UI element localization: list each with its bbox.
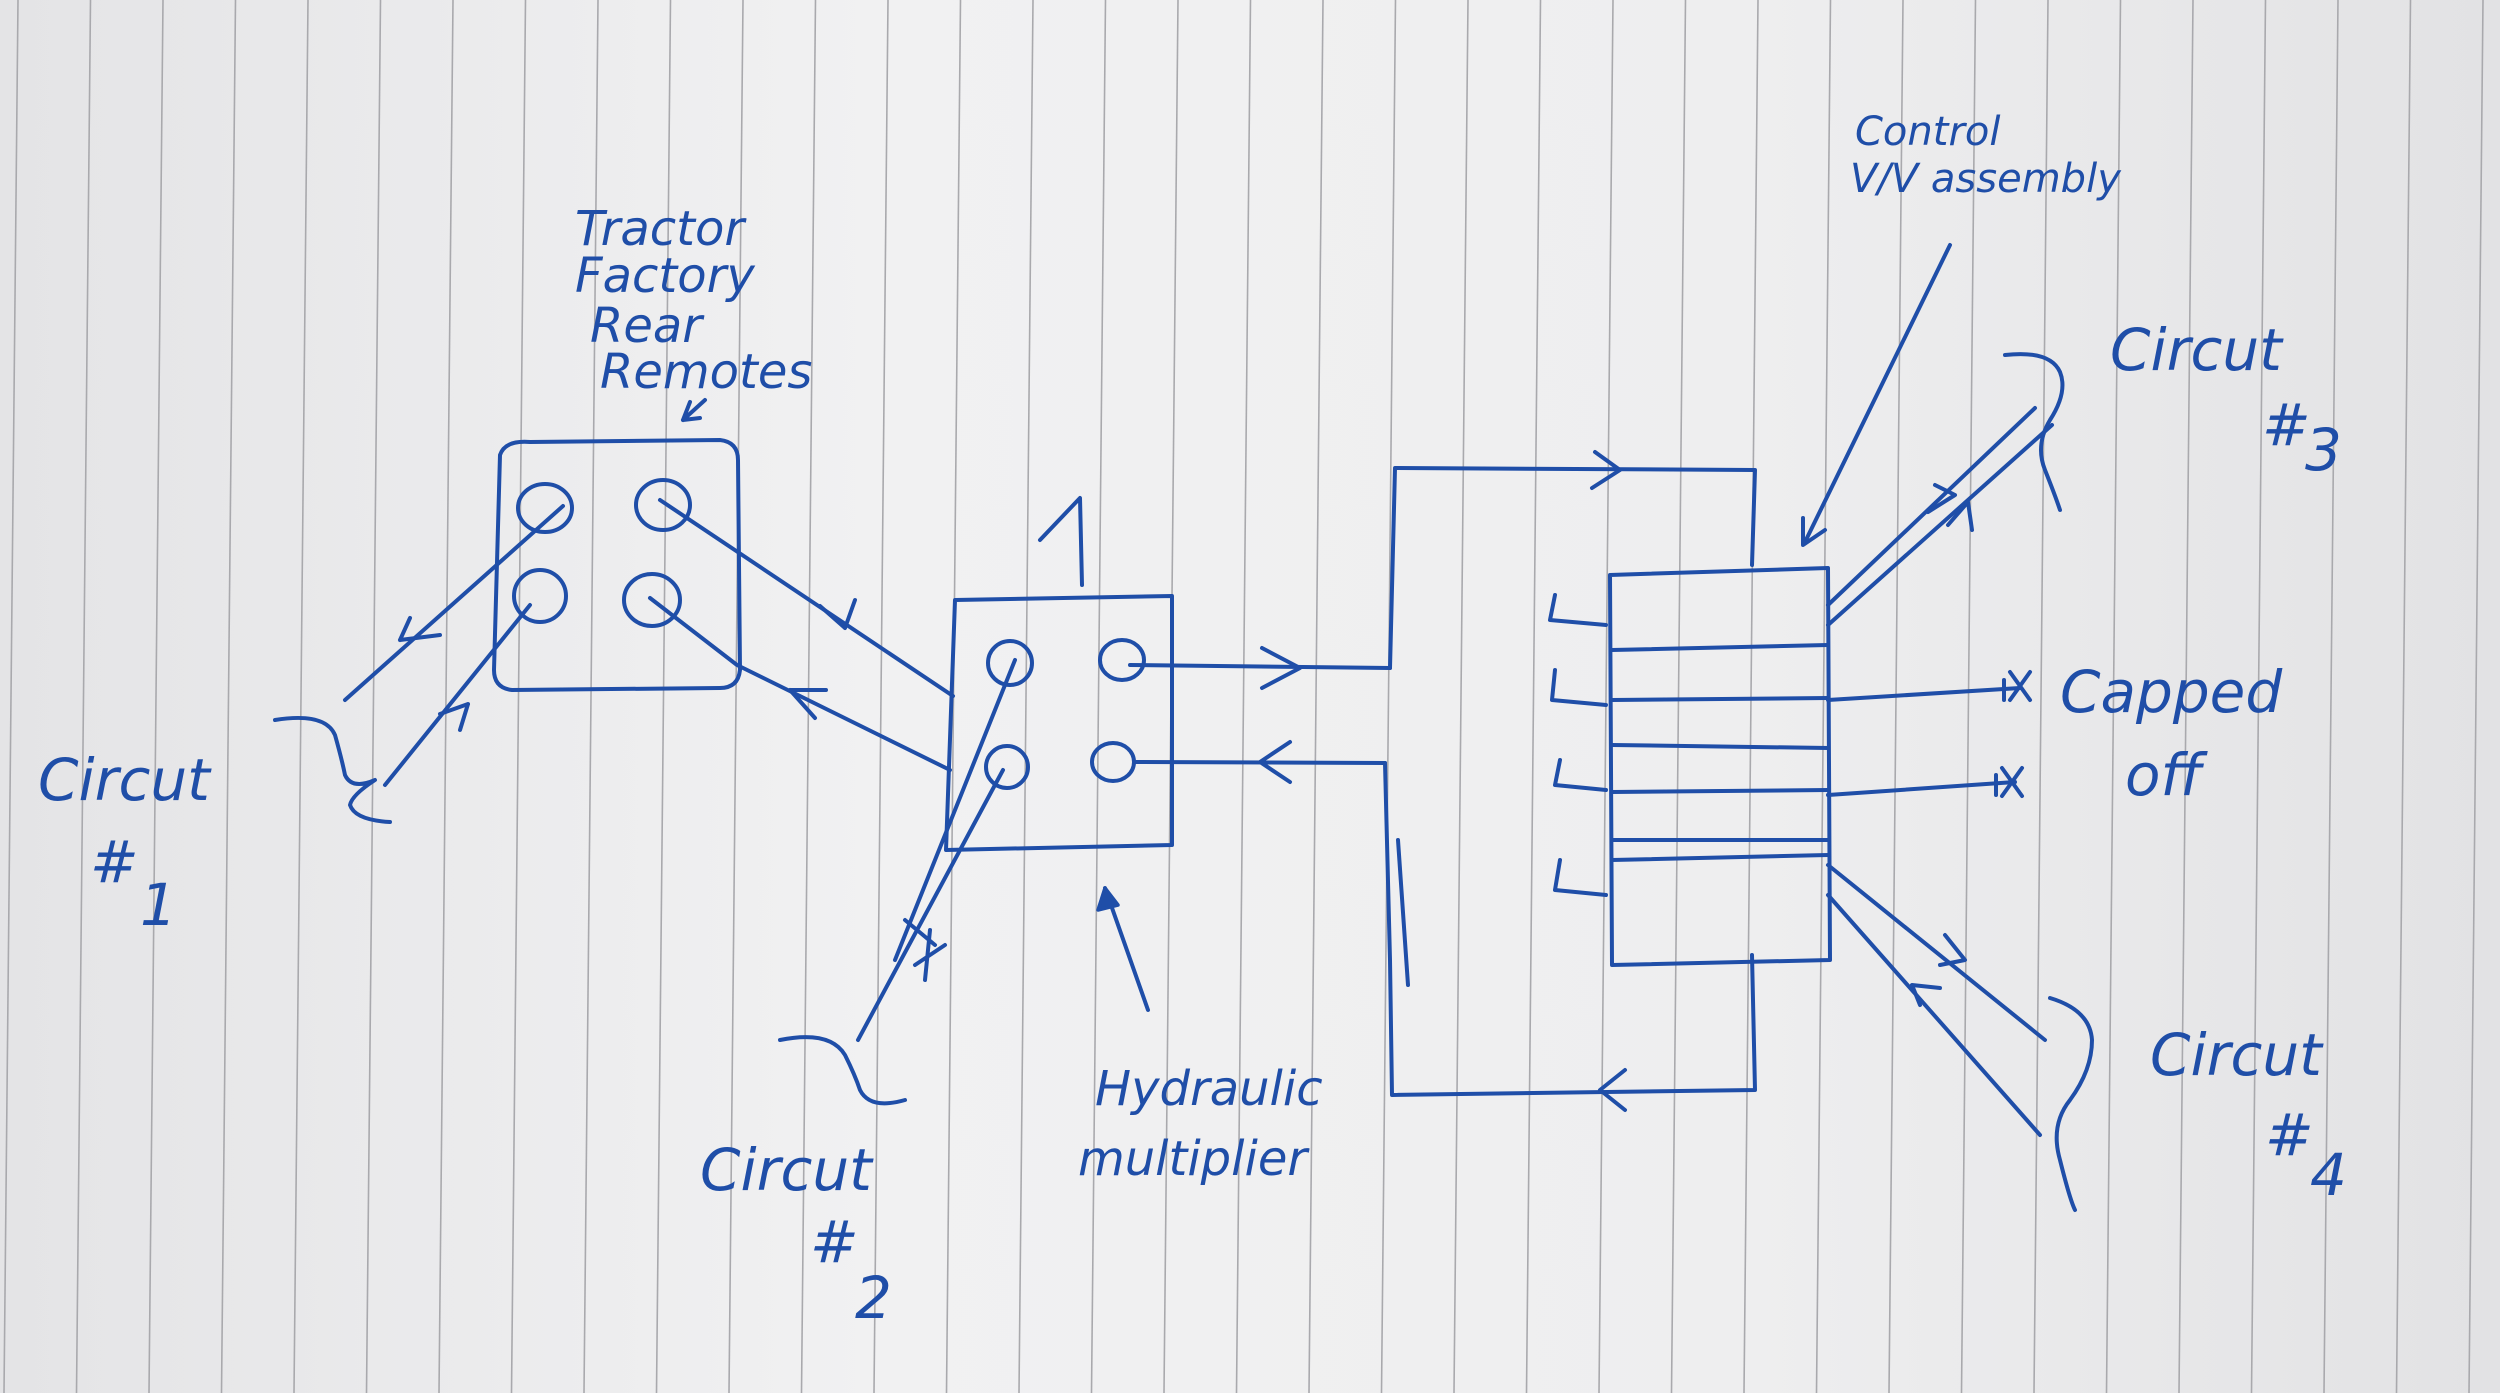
notebook-rule-line (2468, 0, 2484, 1393)
notebook-rule-line (293, 0, 309, 1393)
notebook-rule-line (438, 0, 454, 1393)
label-off: off (2125, 741, 2208, 809)
notebook-rule-line (2105, 0, 2122, 1393)
control-valve-assembly (1548, 243, 1952, 967)
notebook-rule-line (148, 0, 164, 1393)
notebook-rule-line (75, 0, 92, 1393)
notebook-rule-line (1235, 0, 1252, 1393)
multiplier-port-top-right (1098, 638, 1146, 682)
notebook-rule-line (1090, 0, 1107, 1393)
label-hydraulic: Hydraulic (1095, 1061, 1323, 1117)
notebook-rule-line (510, 0, 527, 1393)
label-vv-assembly: V/V assembly (1850, 156, 2122, 202)
notebook-rule-line (220, 0, 237, 1393)
multiplier-to-valve-hoses (1128, 450, 1757, 1112)
notebook-rule-line (1308, 0, 1324, 1393)
remote-to-multiplier-hoses (648, 498, 955, 772)
label-tractor-remotes: Tractor Factory Rear Remotes (575, 201, 812, 400)
label-circuit-4-hash: # (2265, 1101, 2314, 1169)
capped-off-lines (1826, 670, 2032, 798)
remote-port-top-right (634, 478, 692, 532)
notebook-rule-line (1453, 0, 1469, 1393)
label-circuit-2-word: Circut (700, 1136, 874, 1204)
tractor-remotes-block (492, 398, 742, 692)
label-control-assembly: Control V/V assembly (1850, 109, 2122, 202)
notebook-rule-line (3, 0, 19, 1393)
notebook-rule-line (2323, 0, 2339, 1393)
circuit-3-hoses (1826, 352, 2065, 627)
label-rear: Rear (590, 298, 705, 354)
multiplier-port-bottom-left (984, 744, 1030, 790)
notebook-rule-line (728, 0, 744, 1393)
label-circuit-1-word: Circut (38, 746, 212, 814)
notebook-rule-line (1743, 0, 1759, 1393)
hydraulic-multiplier-block (944, 496, 1174, 1012)
multiplier-port-top-left (986, 639, 1034, 687)
label-capped-off: Capped off (2060, 658, 2283, 809)
remote-port-bottom-right (622, 572, 682, 628)
notebook-rule-line (2178, 0, 2194, 1393)
notebook-rule-line (873, 0, 889, 1393)
circuit-4-hoses (1826, 863, 2094, 1212)
label-circuit-4-word: Circut (2150, 1021, 2324, 1089)
notebook-rule-line (2395, 0, 2412, 1393)
label-circuit-2-hash: # (810, 1208, 859, 1276)
label-circuit-4: Circut # 4 (2150, 1021, 2347, 1209)
circuit-1-hoses (273, 504, 565, 824)
notebook-rule-line (365, 0, 382, 1393)
notebook-rule-line (2033, 0, 2049, 1393)
label-hydraulic-multiplier: Hydraulic multiplier (1078, 1061, 1323, 1187)
label-control: Control (1855, 109, 2000, 155)
notebook-rule-line (1525, 0, 1542, 1393)
remote-port-bottom-left (512, 568, 568, 624)
label-circuit-3-number: 3 (2305, 416, 2342, 484)
label-circuit-3: Circut # 3 (2110, 316, 2342, 484)
label-circuit-3-word: Circut (2110, 316, 2284, 384)
notebook-rule-line (1960, 0, 1977, 1393)
circuit-2-hoses (778, 658, 1017, 1106)
label-circuit-1-number: 1 (140, 871, 177, 939)
label-tractor: Tractor (575, 201, 747, 257)
notebook-rule-line (800, 0, 817, 1393)
label-circuit-2: Circut # 2 (700, 1136, 892, 1332)
label-circuit-1-hash: # (90, 828, 139, 896)
notebook-rule-line (583, 0, 599, 1393)
label-remotes: Remotes (600, 344, 812, 400)
label-circuit-1: Circut # 1 (38, 746, 212, 939)
label-circuit-2-number: 2 (855, 1264, 892, 1332)
notebook-rule-line (655, 0, 672, 1393)
remote-port-top-left (516, 482, 574, 534)
label-capped: Capped (2060, 658, 2283, 726)
notebook-rule-line (1380, 0, 1397, 1393)
label-multiplier: multiplier (1078, 1131, 1310, 1187)
label-factory: Factory (575, 248, 755, 304)
notebook-rule-line (1670, 0, 1687, 1393)
label-circuit-3-hash: # (2262, 391, 2311, 459)
notebook-rule-line (2250, 0, 2267, 1393)
label-circuit-4-number: 4 (2310, 1141, 2347, 1209)
notebook-rule-line (1018, 0, 1034, 1393)
notebook-rule-line (1598, 0, 1614, 1393)
